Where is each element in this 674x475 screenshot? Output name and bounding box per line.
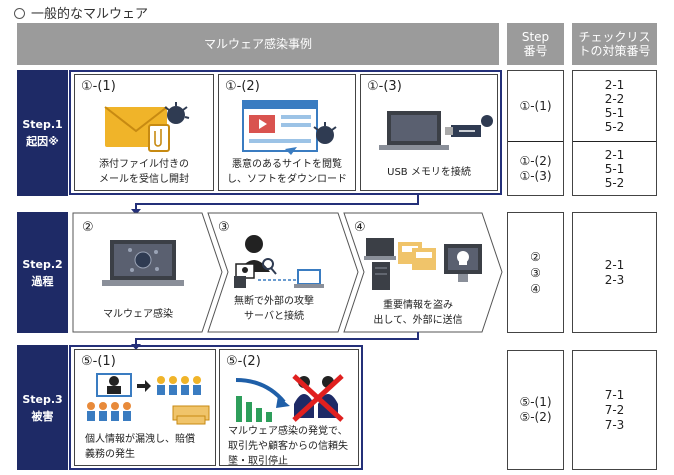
section-title-text: 一般的なマルウェア xyxy=(31,3,149,24)
step-number-cell: ①-(1) xyxy=(519,98,552,113)
case-5-1: ⑤-(1) 個人情報が漏洩し、賠償義務の発生 xyxy=(74,349,216,466)
case-number: ①-(3) xyxy=(367,79,402,94)
case-5-2: ⑤-(2) マルウェア感染の発覚で、取引先や顧客からの信頼失墜・取引停止 xyxy=(219,349,359,467)
header-main: マルウェア感染事例 xyxy=(17,23,499,65)
malicious-website-icon xyxy=(242,100,337,155)
case-1-3: ①-(3) USB メモリを接続 xyxy=(360,74,498,191)
case-4-number: ④ xyxy=(354,220,366,235)
attack-server-icon xyxy=(234,235,324,288)
case-caption: マルウェア感染 xyxy=(103,309,173,320)
trust-loss-icon xyxy=(235,374,344,422)
case-number: ⑤-(2) xyxy=(226,354,261,369)
case-caption: 無断で外部の攻撃サーバと接続 xyxy=(234,296,314,322)
section-title: 一般的なマルウェア xyxy=(14,3,149,24)
step3-frame xyxy=(69,345,363,470)
case-caption: 重要情報を盗み出して、外部に送信 xyxy=(373,300,463,326)
laptop-usb-icon xyxy=(379,111,493,150)
infected-laptop-icon xyxy=(102,240,184,286)
step1-frame xyxy=(69,70,502,195)
case-1-2: ①-(2) 悪意のあるサイトを閲覧し、ソフトをダウンロード xyxy=(218,74,356,191)
case-2-number: ② xyxy=(82,220,94,235)
case-caption: マルウェア感染の発覚で、取引先や顧客からの信頼失墜・取引停止 xyxy=(228,426,348,467)
step3-step-numbers: ⑤-(1)⑤-(2) xyxy=(507,350,564,470)
email-attachment-icon xyxy=(104,102,190,152)
case-caption: 悪意のあるサイトを閲覧し、ソフトをダウンロード xyxy=(227,159,347,185)
case-caption: 添付ファイル付きのメールを受信し開封 xyxy=(99,159,189,185)
case-number: ①-(2) xyxy=(225,79,260,94)
circle-icon xyxy=(14,8,25,19)
case-1-1: ①-(1) 添付ファイル付きのメールを受信し開封 xyxy=(74,74,214,191)
step-number-cell: ①-(2)①-(3) xyxy=(519,154,552,183)
data-leak-compensation-icon xyxy=(87,373,210,425)
case-number: ①-(1) xyxy=(81,79,116,94)
data-theft-icon xyxy=(364,238,482,290)
case-caption: 個人情報が漏洩し、賠償義務の発生 xyxy=(85,434,195,460)
step1-step-numbers: ①-(1) ①-(2)①-(3) xyxy=(507,70,564,196)
case-number: ⑤-(1) xyxy=(81,354,116,369)
flow-connector xyxy=(131,195,419,215)
case-3-number: ③ xyxy=(218,220,230,235)
header-checklist: チェックリストの対策番号 xyxy=(572,23,657,65)
case-caption: USB メモリを接続 xyxy=(387,167,471,178)
